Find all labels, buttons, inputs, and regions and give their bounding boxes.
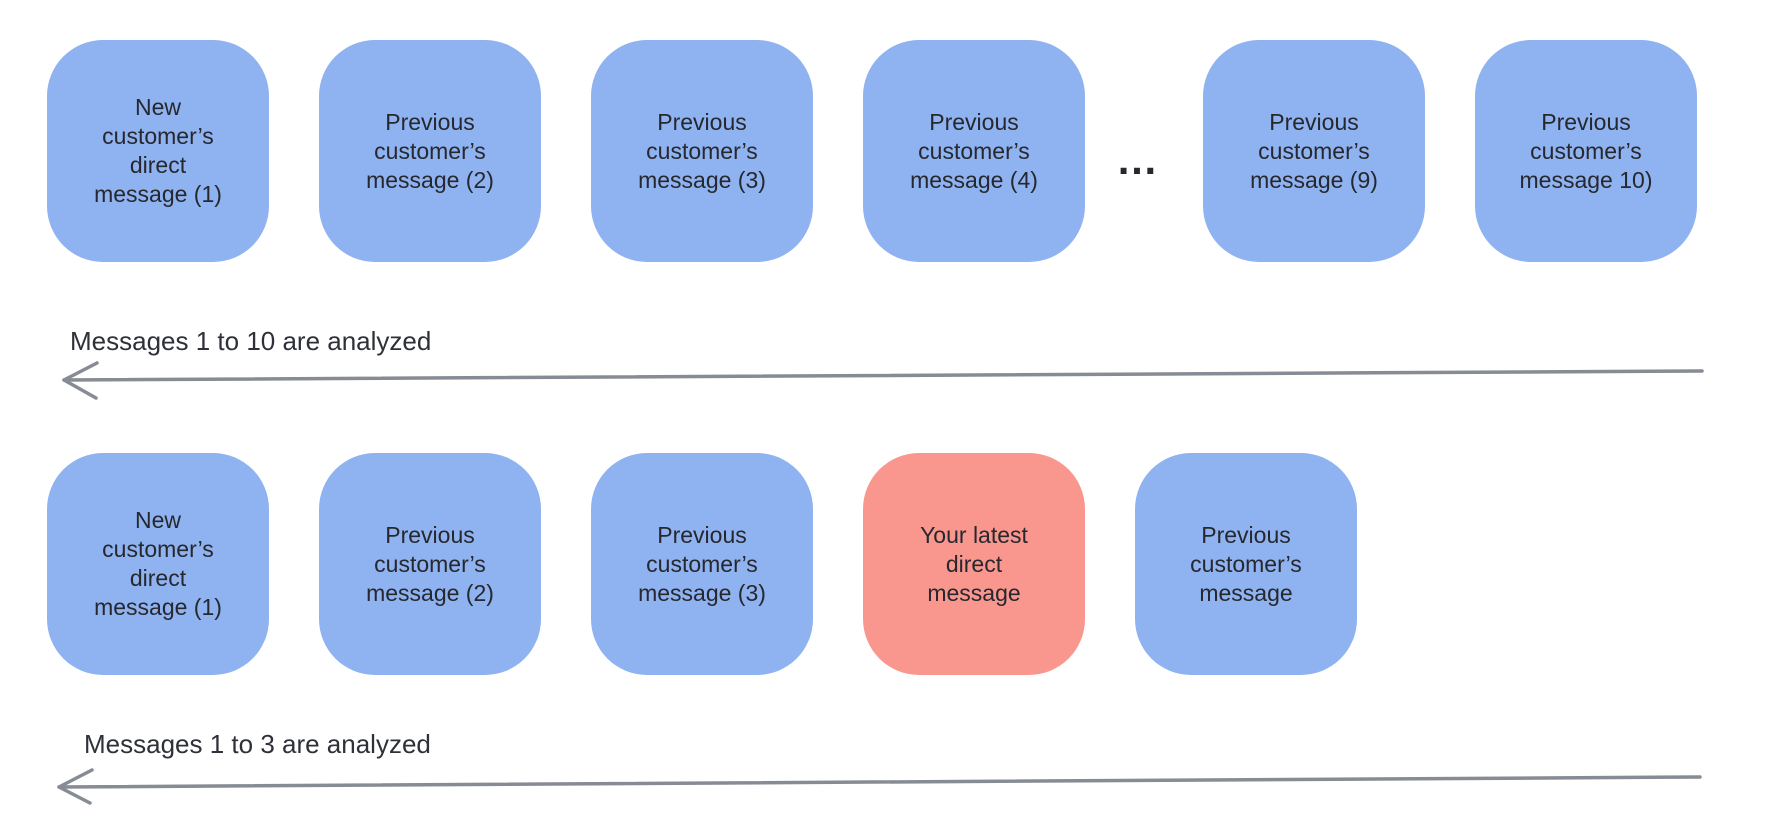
message-box-label: Previous customer’s message (3): [638, 521, 766, 606]
ellipsis: …: [1116, 136, 1158, 183]
message-box-label: Previous customer’s message (9): [1250, 108, 1378, 193]
message-box-row1-2: Previous customer’s message (2): [319, 40, 541, 262]
message-box-row2-3: Previous customer’s message (3): [591, 453, 813, 675]
message-box-row2-2: Previous customer’s message (2): [319, 453, 541, 675]
message-box-row1-3: Previous customer’s message (3): [591, 40, 813, 262]
message-box-label: Previous customer’s message (4): [910, 108, 1038, 193]
message-box-label: Previous customer’s message: [1190, 521, 1302, 606]
message-box-row2-5: Previous customer’s message: [1135, 453, 1357, 675]
message-box-label: Previous customer’s message 10): [1519, 108, 1653, 193]
message-box-row1-10: Previous customer’s message 10): [1475, 40, 1697, 262]
message-box-label: New customer’s direct message (1): [94, 94, 222, 207]
left-arrow-row1: [62, 361, 1704, 400]
message-box-row2-latest: Your latest direct message: [863, 453, 1085, 675]
row1-caption: Messages 1 to 10 are analyzed: [70, 326, 432, 356]
row2-caption: Messages 1 to 3 are analyzed: [84, 729, 431, 759]
message-box-row2-1: New customer’s direct message (1): [47, 453, 269, 675]
message-box-label: Previous customer’s message (3): [638, 108, 766, 193]
message-box-row1-1: New customer’s direct message (1): [47, 40, 269, 262]
message-box-row1-4: Previous customer’s message (4): [863, 40, 1085, 262]
message-box-label: Previous customer’s message (2): [366, 521, 494, 606]
message-box-row1-9: Previous customer’s message (9): [1203, 40, 1425, 262]
message-box-label: New customer’s direct message (1): [94, 507, 222, 620]
message-box-label: Your latest direct message: [920, 521, 1028, 606]
left-arrow-row2: [57, 768, 1702, 805]
message-box-label: Previous customer’s message (2): [366, 108, 494, 193]
